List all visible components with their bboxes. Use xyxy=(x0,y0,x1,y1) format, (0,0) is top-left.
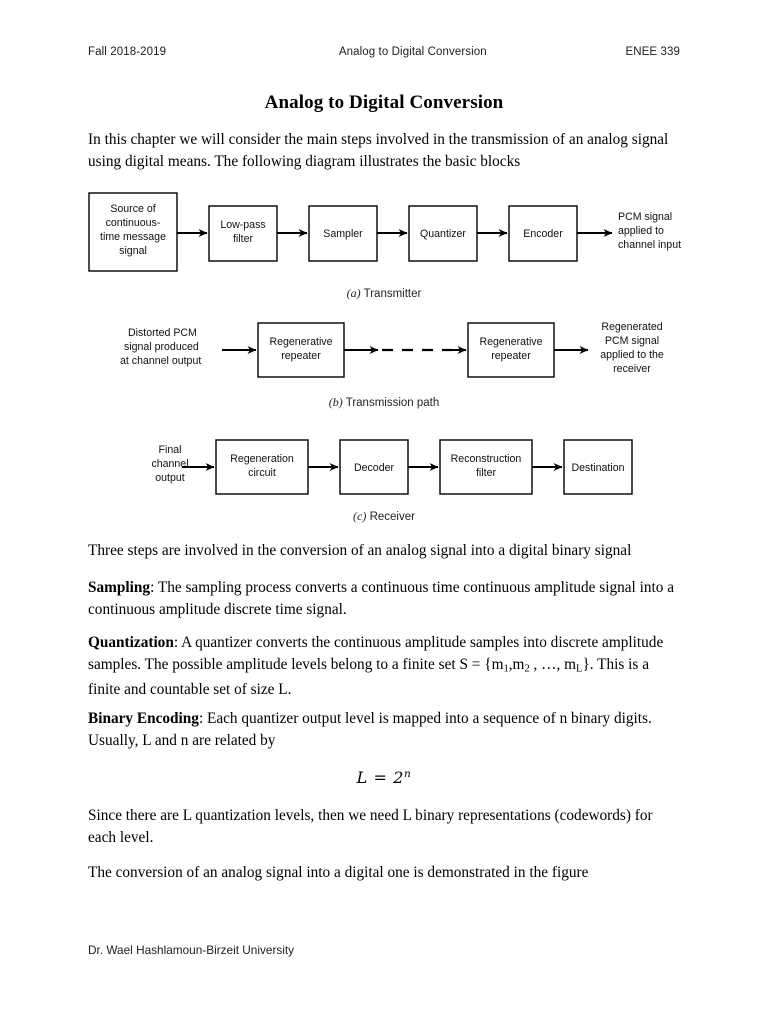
figure-caption-c: (c) Receiver xyxy=(0,509,768,524)
svg-text:at channel output: at channel output xyxy=(120,355,201,367)
svg-text:Quantizer: Quantizer xyxy=(420,228,466,240)
figure-receiver: Final channel output Regeneration circui… xyxy=(132,436,656,498)
svg-text:Encoder: Encoder xyxy=(523,228,563,240)
equation-exponent: n xyxy=(404,768,412,781)
quantization-sub-1: 1 xyxy=(503,662,509,674)
svg-text:receiver: receiver xyxy=(613,363,651,375)
quantization-text-3: , …, m xyxy=(529,655,577,673)
header-right: ENEE 339 xyxy=(625,46,680,58)
quantization-text-4: }. This is a finite and countable set of… xyxy=(88,655,650,699)
svg-text:Low-pass: Low-pass xyxy=(220,219,265,231)
svg-text:time message: time message xyxy=(100,231,166,243)
equation-l-equals-2-n: L = 2n xyxy=(0,768,768,787)
svg-text:filter: filter xyxy=(233,233,253,245)
svg-text:Reconstruction: Reconstruction xyxy=(451,453,522,465)
svg-text:Regenerated: Regenerated xyxy=(601,321,662,333)
paragraph-since-levels: Since there are L quantization levels, t… xyxy=(88,807,653,846)
quantization-text-2: ,m xyxy=(508,655,525,673)
svg-text:Regeneration: Regeneration xyxy=(230,453,294,465)
sampling-label: Sampling xyxy=(88,579,151,596)
svg-text:repeater: repeater xyxy=(281,350,321,362)
caption-text-c: Receiver xyxy=(369,511,415,523)
figure-caption-b: (b) Transmission path xyxy=(0,395,768,410)
svg-text:filter: filter xyxy=(476,467,496,479)
svg-text:applied to: applied to xyxy=(618,225,664,237)
figure-transmission-path: Distorted PCM signal produced at channel… xyxy=(110,315,680,385)
svg-text:output: output xyxy=(155,472,185,484)
transmission-path-diagram-svg: Distorted PCM signal produced at channel… xyxy=(120,321,664,378)
svg-text:Sampler: Sampler xyxy=(323,228,363,240)
paragraph-three-steps: Three steps are involved in the conversi… xyxy=(88,542,632,559)
paragraph-sampling: Sampling: The sampling process converts … xyxy=(88,577,682,620)
quantization-label: Quantization xyxy=(88,634,174,651)
figure-caption-a: (a) Transmitter xyxy=(0,286,768,301)
sampling-text: : The sampling process converts a contin… xyxy=(88,579,675,618)
caption-letter-a: (a) xyxy=(346,286,361,300)
svg-text:Regenerative: Regenerative xyxy=(269,336,332,348)
svg-text:Destination: Destination xyxy=(572,462,625,474)
svg-text:continuous-: continuous- xyxy=(106,217,161,229)
paragraph-quantization: Quantization: A quantizer converts the c… xyxy=(88,632,682,701)
equation-lhs: L = 2 xyxy=(356,768,404,787)
svg-text:channel input: channel input xyxy=(618,239,681,251)
caption-letter-b: (b) xyxy=(328,395,343,409)
running-head: Fall 2018-2019 Analog to Digital Convers… xyxy=(88,46,680,58)
svg-text:Distorted PCM: Distorted PCM xyxy=(128,327,197,339)
figure-transmitter: Source of continuous- time message signa… xyxy=(88,190,688,276)
transmitter-diagram-svg: Source of continuous- time message signa… xyxy=(88,192,681,272)
svg-text:circuit: circuit xyxy=(248,467,276,479)
paragraph-conversion-figure: The conversion of an analog signal into … xyxy=(88,864,589,881)
quantization-sub-2: 2 xyxy=(524,662,530,674)
svg-text:signal produced: signal produced xyxy=(124,341,199,353)
intro-paragraph: In this chapter we will consider the mai… xyxy=(88,131,669,170)
quantization-text-1: : A quantizer converts the continuous am… xyxy=(88,634,664,673)
caption-letter-c: (c) xyxy=(353,509,367,523)
svg-text:Final: Final xyxy=(159,444,182,456)
binary-encoding-label: Binary Encoding xyxy=(88,710,199,727)
svg-text:applied to the: applied to the xyxy=(600,349,664,361)
svg-text:Decoder: Decoder xyxy=(354,462,395,474)
svg-text:Source of: Source of xyxy=(110,203,155,215)
header-left: Fall 2018-2019 xyxy=(88,46,167,58)
svg-text:PCM signal: PCM signal xyxy=(618,211,672,223)
page-title: Analog to Digital Conversion xyxy=(264,92,504,113)
svg-text:channel: channel xyxy=(151,458,188,470)
binary-encoding-text: : Each quantizer output level is mapped … xyxy=(88,710,652,749)
header-center: Analog to Digital Conversion xyxy=(338,46,487,58)
receiver-diagram-svg: Final channel output Regeneration circui… xyxy=(151,439,633,495)
svg-text:repeater: repeater xyxy=(491,350,531,362)
svg-text:Regenerative: Regenerative xyxy=(479,336,542,348)
paragraph-binary-encoding: Binary Encoding: Each quantizer output l… xyxy=(88,708,682,751)
quantization-sub-3: L xyxy=(576,662,583,674)
svg-text:PCM signal: PCM signal xyxy=(605,335,659,347)
caption-text-b: Transmission path xyxy=(345,397,440,409)
page-footer: Dr. Wael Hashlamoun-Birzeit University xyxy=(88,943,295,957)
svg-text:signal: signal xyxy=(119,245,147,257)
caption-text-a: Transmitter xyxy=(363,288,422,300)
